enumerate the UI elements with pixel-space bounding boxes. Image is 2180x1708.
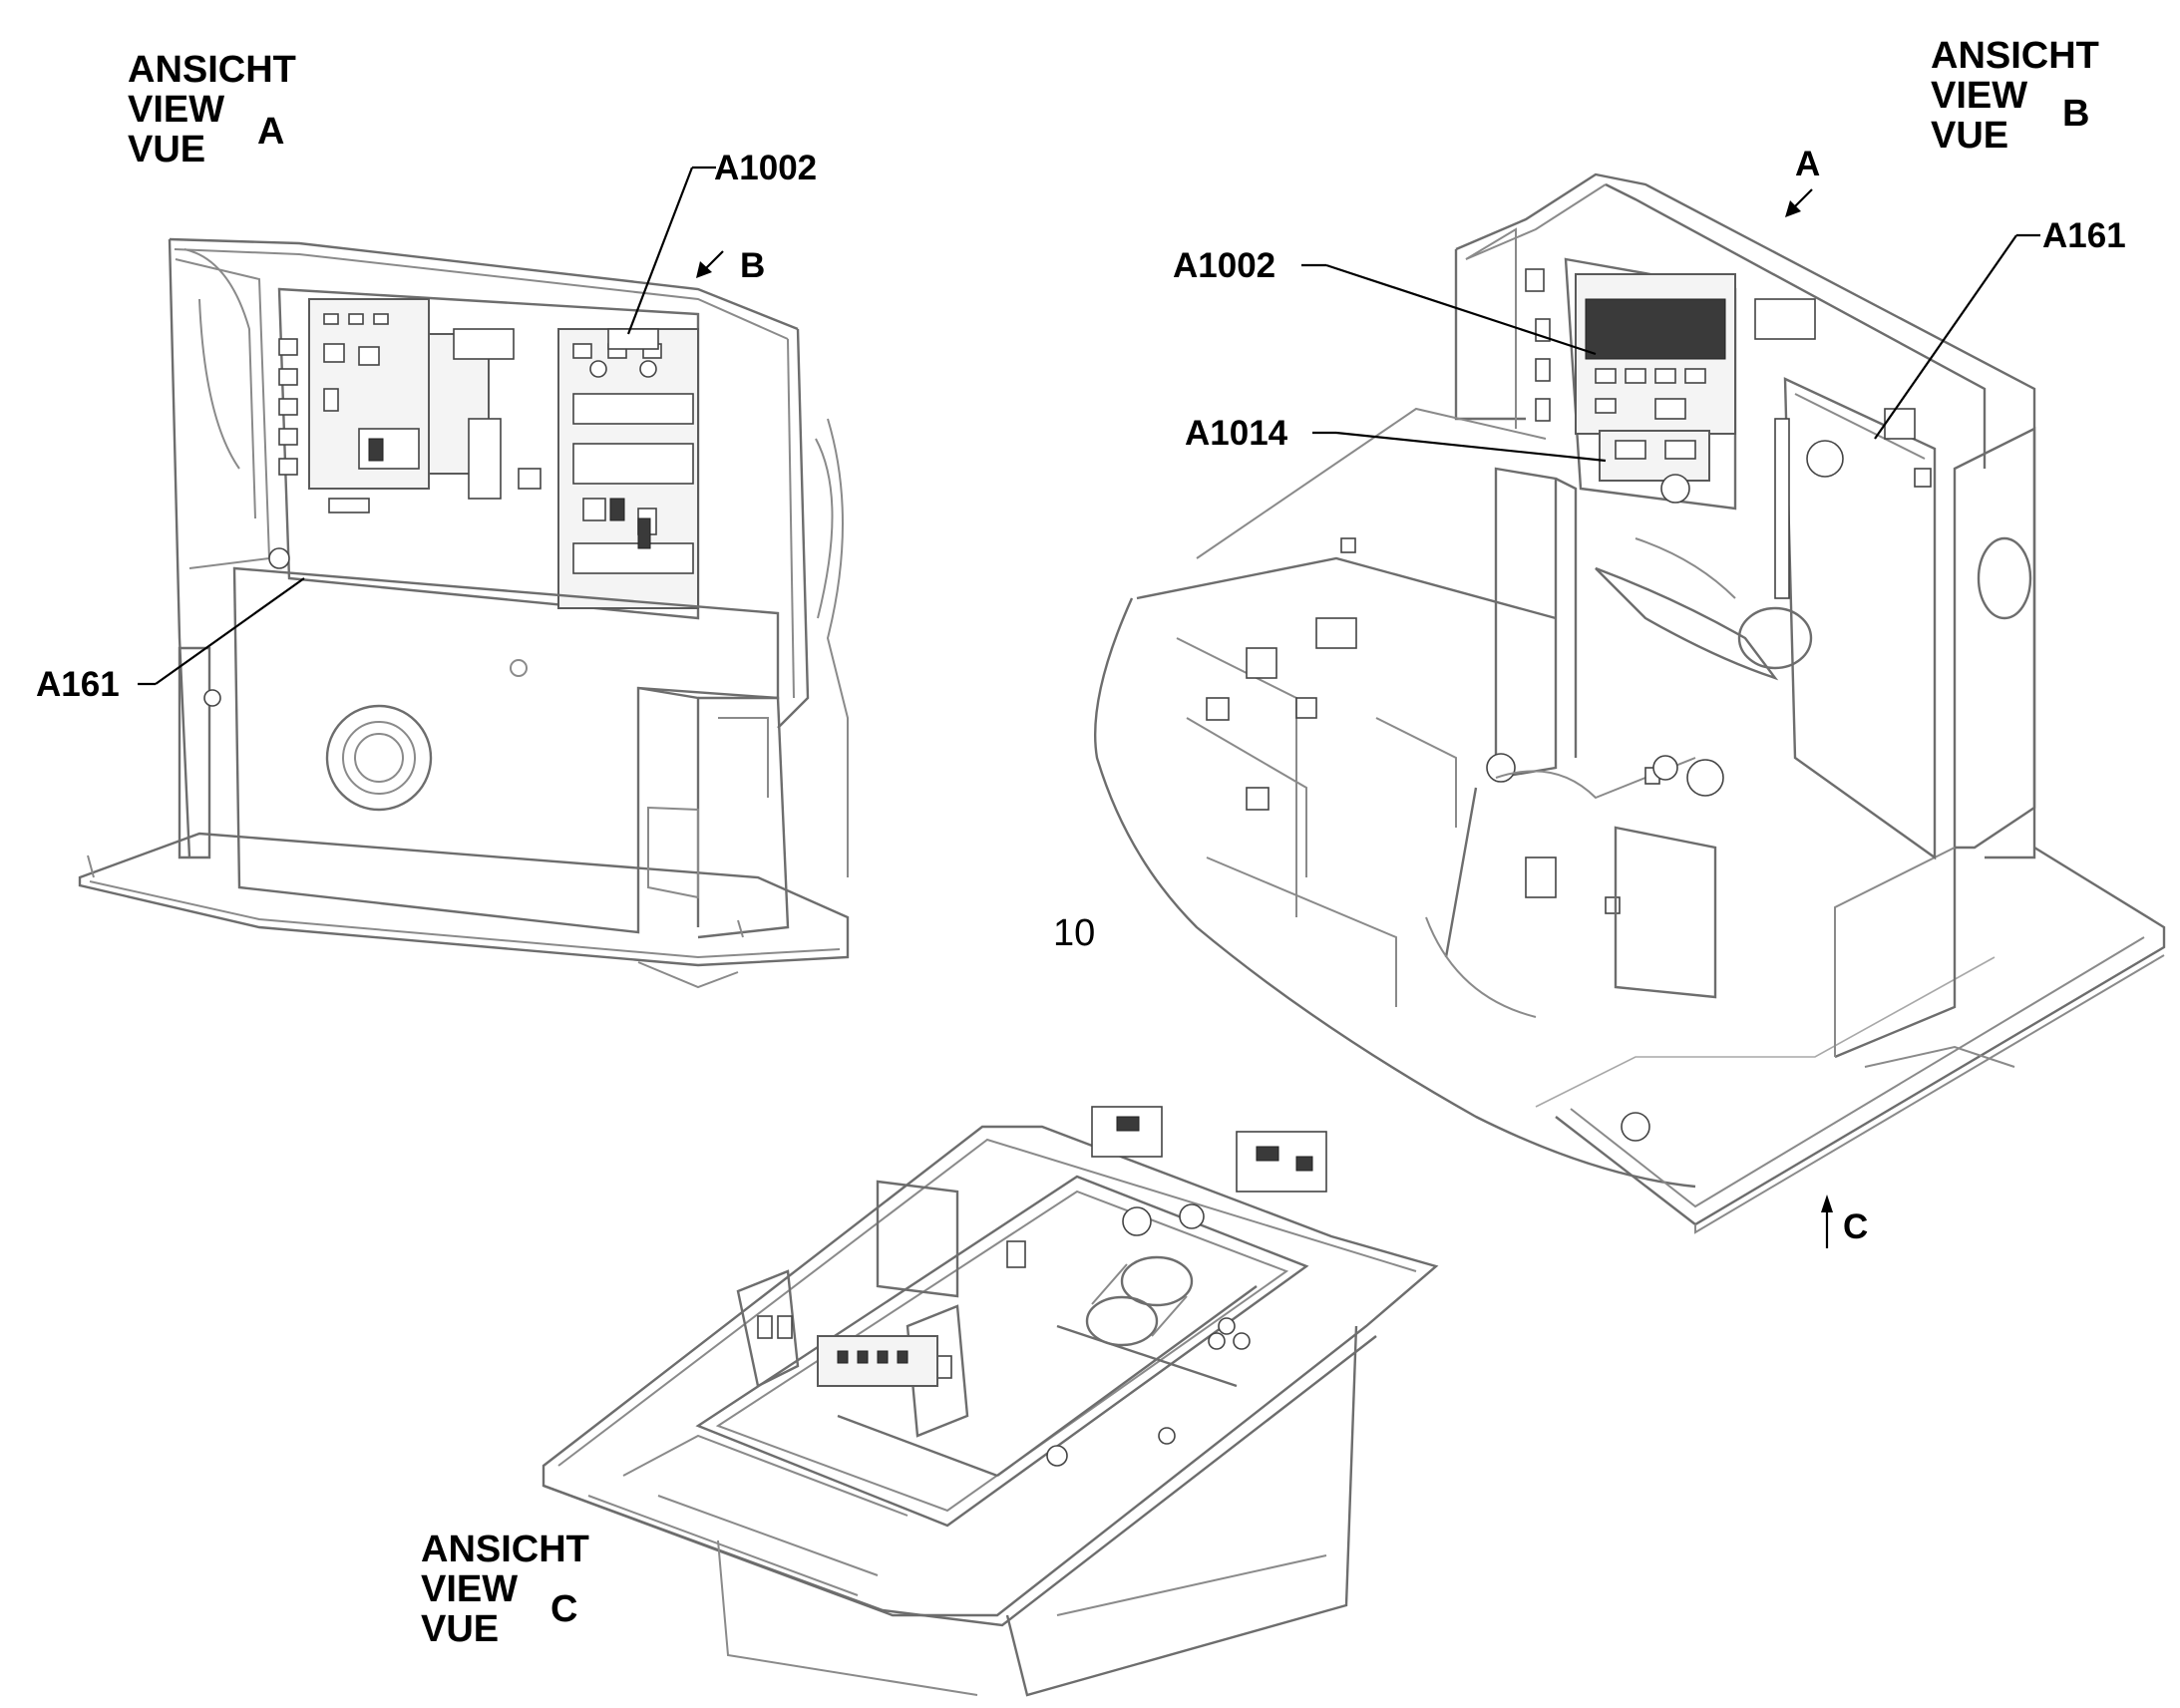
callout-a1002-view-b: A1002: [1173, 246, 1275, 285]
view-a-line2: VIEW: [128, 89, 224, 131]
callout-a161-view-b: A161: [2042, 216, 2126, 255]
callout-a1014: A1014: [1185, 414, 1288, 453]
leader-line: [155, 577, 305, 685]
view-b-drawing: [1094, 172, 2166, 1234]
leader-line: [626, 167, 694, 335]
board-components-a: [278, 313, 694, 574]
view-c-line2: VIEW: [421, 1568, 518, 1610]
arrow-head-icon: [1785, 200, 1801, 217]
view-c-line1: ANSICHT: [421, 1529, 589, 1570]
arrow-label-c: C: [1843, 1207, 1868, 1246]
leader-line: [1874, 234, 2017, 440]
callout-a161-view-a: A161: [36, 665, 120, 704]
view-b-letter: B: [2062, 93, 2089, 135]
view-b-callouts: A1002 A1014 A161 A C 10: [1053, 145, 2126, 1248]
arrow-head-icon: [1821, 1195, 1833, 1212]
view-a-callouts: A1002 A161 B: [36, 149, 817, 704]
callout-a1002-view-a: A1002: [714, 149, 817, 187]
view-a-letter: A: [257, 111, 284, 153]
arrow-label-a: A: [1795, 145, 1820, 183]
board-components-b: [1525, 268, 1816, 504]
perforated-floor: [1535, 956, 1996, 1108]
leader-line: [1335, 431, 1607, 463]
view-a-label: ANSICHT VIEW VUE A: [128, 49, 296, 171]
view-c-line3: VUE: [421, 1608, 499, 1650]
view-a-line1: ANSICHT: [128, 49, 296, 91]
item-number: 10: [1053, 912, 1095, 954]
view-b-label: ANSICHT VIEW VUE B: [1931, 35, 2099, 157]
view-c-letter: C: [550, 1588, 577, 1630]
view-c-label: ANSICHT VIEW VUE C: [421, 1529, 589, 1650]
view-b-line2: VIEW: [1931, 75, 2027, 117]
view-b-line1: ANSICHT: [1931, 35, 2099, 77]
view-b-line3: VUE: [1931, 115, 2008, 157]
arrow-label-b: B: [740, 246, 765, 285]
view-a-line3: VUE: [128, 129, 205, 171]
view-c-drawing: [542, 1106, 1439, 1697]
arrow-head-icon: [696, 261, 712, 278]
view-a-drawing: [78, 237, 850, 989]
leader-line: [1325, 263, 1597, 356]
